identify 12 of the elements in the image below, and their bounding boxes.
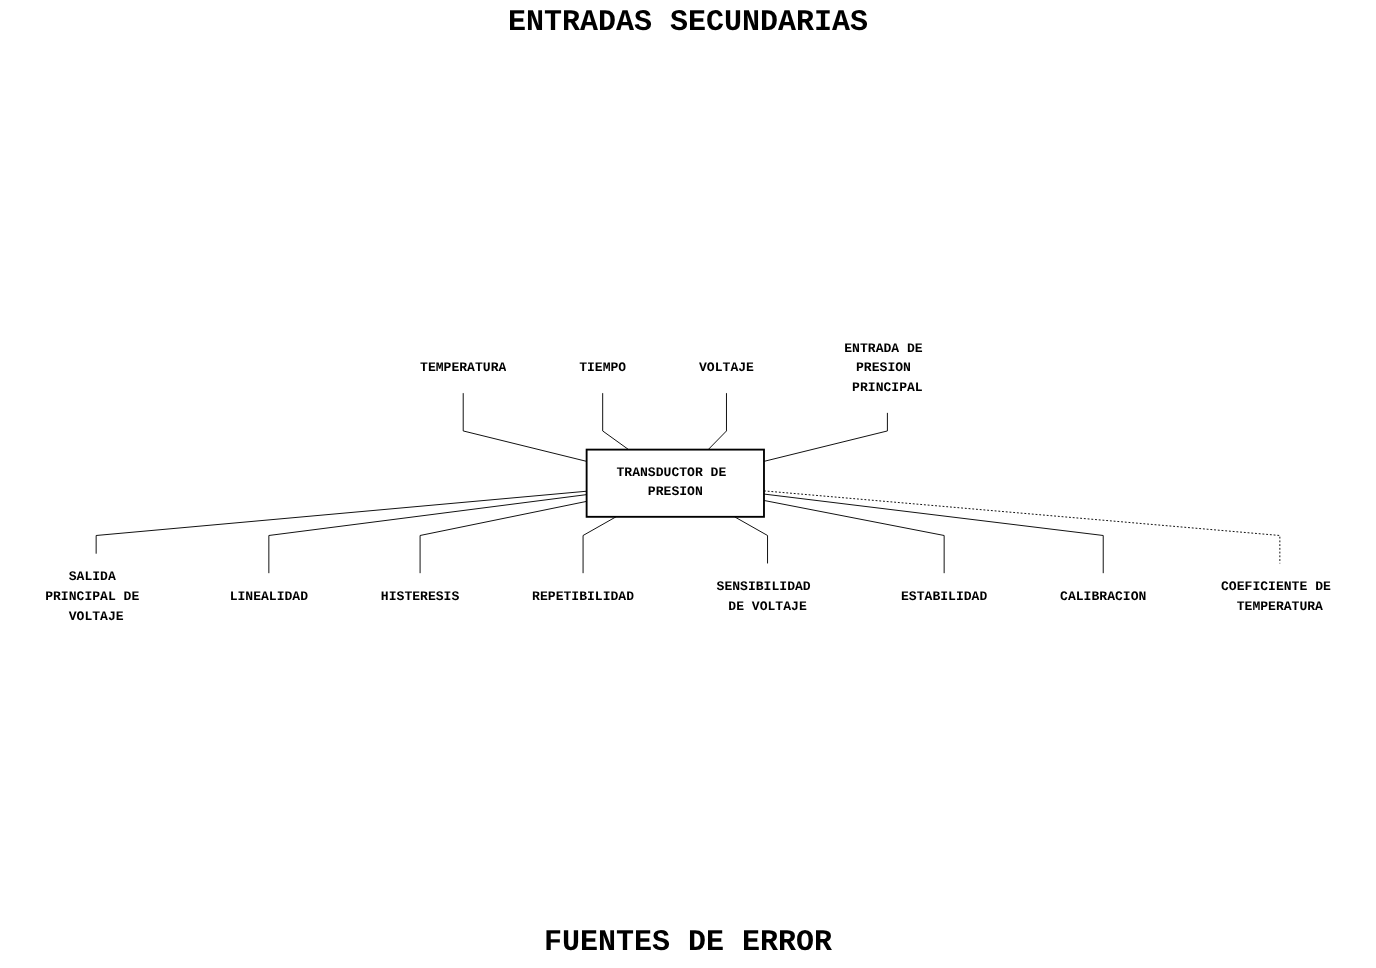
connector: [462, 393, 588, 463]
group-heading: FUENTES DE ERROR: [541, 924, 835, 964]
connector: [602, 393, 630, 451]
connector: [763, 500, 945, 575]
group-heading: ENTRADAS SECUNDARIAS: [505, 4, 871, 44]
connector: [763, 412, 888, 463]
connector: [763, 491, 1281, 566]
connector: [419, 501, 588, 575]
connector: [763, 494, 1104, 575]
connector: [268, 494, 588, 575]
connector: [95, 491, 588, 556]
connector: [707, 393, 727, 451]
